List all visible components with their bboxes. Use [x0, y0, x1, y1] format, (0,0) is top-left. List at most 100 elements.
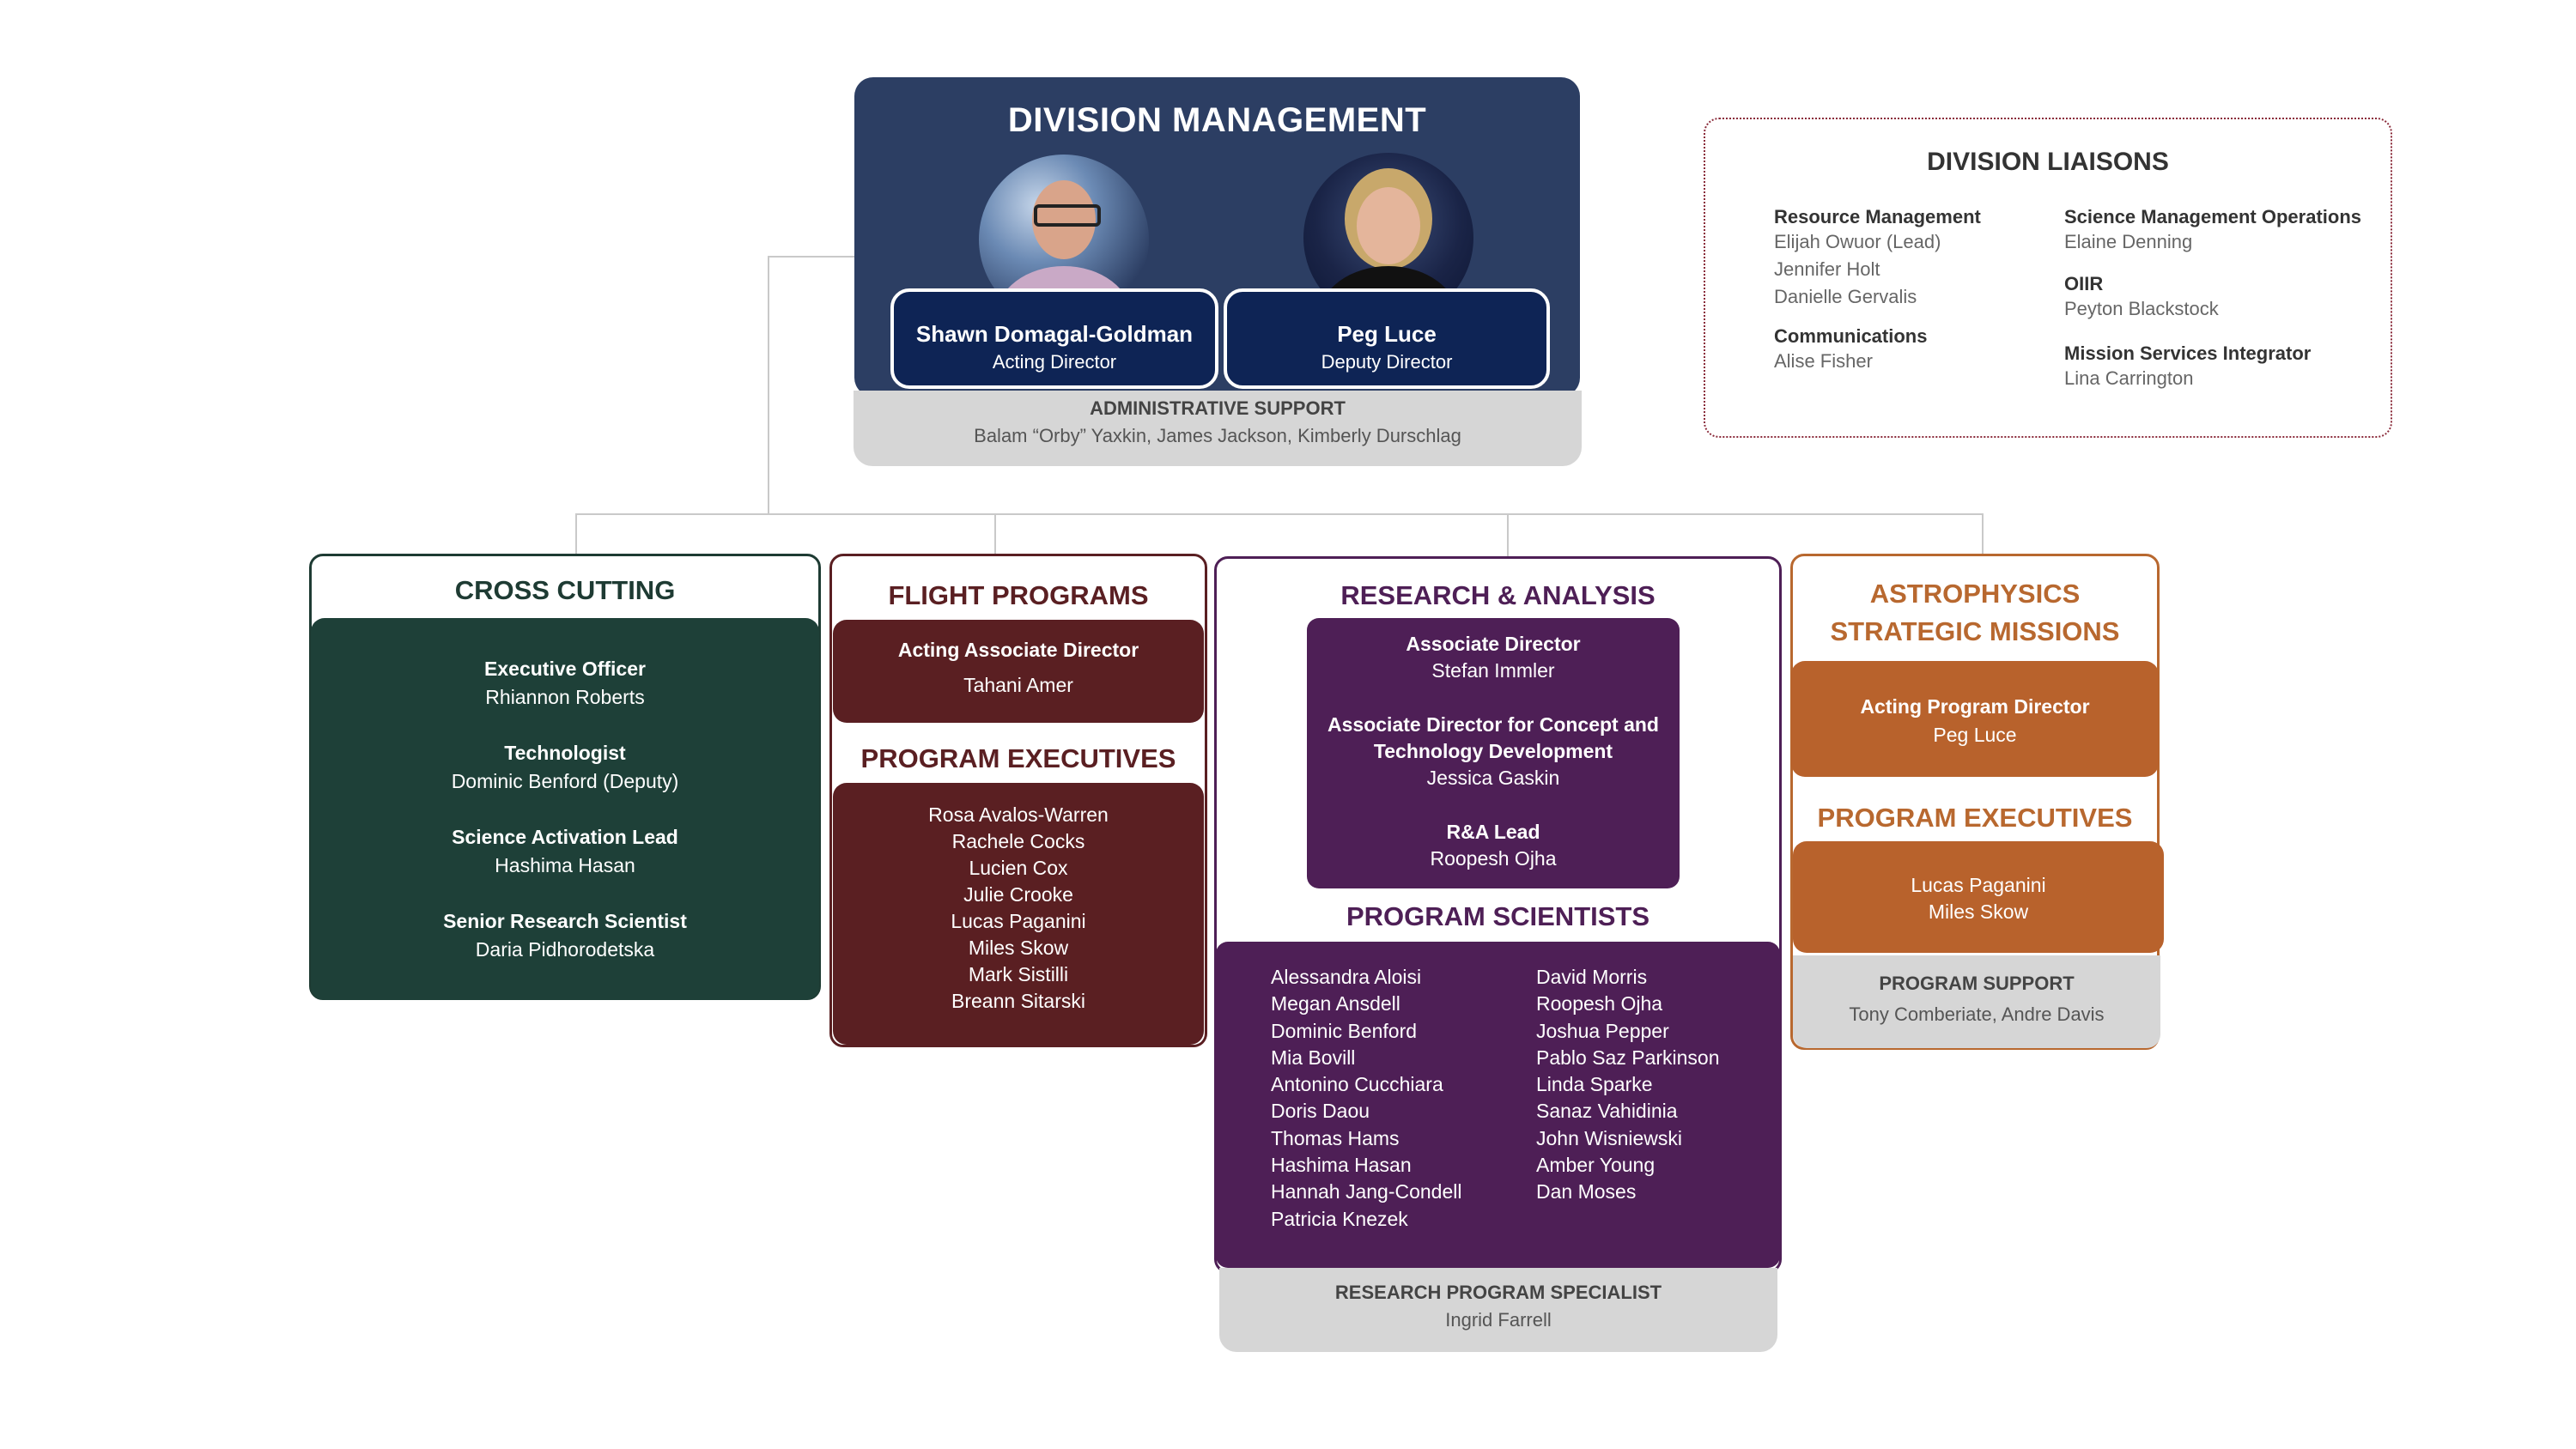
scientist-name: Joshua Pepper: [1536, 1019, 1669, 1042]
flight-programs-executives-panel: Rosa Avalos-Warren Rachele Cocks Lucien …: [833, 783, 1204, 1045]
research-analysis-role-block: Associate Director for Concept and Techn…: [1307, 712, 1680, 791]
research-analysis-leadership-panel: Associate Director Stefan Immler Associa…: [1307, 618, 1680, 888]
program-support-title: PROGRAM SUPPORT: [1879, 973, 2075, 994]
scientist-name: Thomas Hams: [1271, 1126, 1400, 1149]
executive-name: Miles Skow: [968, 937, 1069, 959]
scientist-name: Alessandra Aloisi: [1271, 966, 1422, 988]
astrophysics-title-line1: ASTROPHYSICS: [1869, 579, 2081, 609]
research-program-specialist-name: Ingrid Farrell: [1445, 1309, 1552, 1331]
cross-cutting-role-block: Technologist Dominic Benford (Deputy): [311, 742, 819, 793]
role-title: Acting Associate Director: [897, 639, 1139, 661]
cross-cutting-role-block: Executive Officer Rhiannon Roberts: [311, 658, 819, 709]
scientist-name: John Wisniewski: [1536, 1126, 1682, 1149]
person-name: Peg Luce: [1933, 724, 2017, 746]
liaison-name: Alise Fisher: [1774, 350, 1873, 372]
scientist-name: Hannah Jang-Condell: [1271, 1180, 1462, 1203]
scientist-name: Doris Daou: [1271, 1100, 1370, 1123]
liaison-name: Elijah Owuor (Lead): [1774, 231, 1941, 252]
deputy-name: Peg Luce: [1337, 321, 1437, 347]
astrophysics-lead-panel: Acting Program Director Peg Luce: [1791, 661, 2159, 777]
scientist-name: Dan Moses: [1536, 1180, 1637, 1203]
liaison-group-heading: Resource Management: [1774, 206, 1981, 227]
person-name: Stefan Immler: [1431, 659, 1555, 682]
executive-name: Breann Sitarski: [951, 990, 1085, 1012]
liaison-name: Lina Carrington: [2064, 367, 2194, 389]
deputy-head-shape: [1357, 187, 1420, 264]
connector-horizontal-branch: [575, 513, 1984, 515]
connector-vertical-main: [768, 256, 769, 513]
role-title: Senior Research Scientist: [443, 910, 687, 932]
scientist-name: Sanaz Vahidinia: [1536, 1100, 1678, 1123]
administrative-support-names: Balam “Orby” Yaxkin, James Jackson, Kimb…: [974, 425, 1461, 446]
executive-name: Julie Crooke: [963, 883, 1073, 906]
role-title: R&A Lead: [1446, 821, 1540, 843]
cross-cutting-role-block: Science Activation Lead Hashima Hasan: [311, 826, 819, 877]
research-analysis-role-block: Associate Director Stefan Immler: [1307, 631, 1680, 684]
flight-programs-executives-title: PROGRAM EXECUTIVES: [860, 743, 1176, 773]
division-management-title: DIVISION MANAGEMENT: [1007, 101, 1427, 139]
astrophysics-executives-panel: Lucas Paganini Miles Skow: [1793, 841, 2164, 953]
scientist-name: Patricia Knezek: [1271, 1207, 1408, 1230]
liaison-group-heading: OIIR: [2064, 273, 2104, 294]
scientist-name: David Morris: [1536, 966, 1648, 988]
astrophysics-strategic-missions-title: ASTROPHYSICS STRATEGIC MISSIONS: [1790, 575, 2160, 651]
connector-flight-programs: [994, 513, 996, 555]
role-title: Associate Director: [1406, 633, 1581, 655]
role-title: Technologist: [504, 742, 626, 764]
scientist-name: Amber Young: [1536, 1154, 1656, 1177]
liaison-name: Peyton Blackstock: [2064, 298, 2219, 319]
administrative-support-box: ADMINISTRATIVE SUPPORT Balam “Orby” Yaxk…: [854, 391, 1582, 466]
connector-cross-cutting: [575, 513, 577, 555]
director-head-shape: [1032, 180, 1096, 259]
program-support-box: PROGRAM SUPPORT Tony Comberiate, Andre D…: [1793, 955, 2160, 1048]
executive-name: Mark Sistilli: [968, 963, 1069, 985]
cross-cutting-panel: Executive Officer Rhiannon Roberts Techn…: [311, 618, 819, 1000]
research-analysis-role-block: R&A Lead Roopesh Ojha: [1307, 819, 1680, 872]
person-name: Daria Pidhorodetska: [475, 938, 655, 961]
scientist-name: Linda Sparke: [1536, 1073, 1653, 1096]
scientist-name: Hashima Hasan: [1271, 1154, 1412, 1177]
executive-name: Lucas Paganini: [1911, 874, 2046, 896]
connector-research-analysis: [1507, 513, 1509, 556]
role-title: Associate Director for Concept and Techn…: [1327, 713, 1659, 762]
astrophysics-title-line2: STRATEGIC MISSIONS: [1830, 616, 2120, 646]
person-name: Roopesh Ojha: [1430, 847, 1557, 870]
liaison-group-mission-services-integrator: Mission Services Integrator Lina Carring…: [2064, 343, 2311, 392]
cross-cutting-role-block: Senior Research Scientist Daria Pidhorod…: [311, 910, 819, 961]
division-liaisons-box: [1704, 118, 2392, 438]
program-support-names: Tony Comberiate, Andre Davis: [1849, 1003, 2105, 1025]
liaison-name: Danielle Gervalis: [1774, 286, 1917, 307]
liaison-group-resource-management: Resource Management Elijah Owuor (Lead) …: [1774, 206, 1981, 311]
division-liaisons-title: DIVISION LIAISONS: [1927, 148, 2169, 176]
astrophysics-executives-title: PROGRAM EXECUTIVES: [1817, 803, 2133, 833]
program-scientists-panel: Alessandra Aloisi Megan Ansdell Dominic …: [1216, 942, 1780, 1268]
scientist-name: Dominic Benford: [1271, 1019, 1418, 1042]
scientist-name: Roopesh Ojha: [1536, 992, 1663, 1016]
scientist-name: Antonino Cucchiara: [1271, 1073, 1443, 1096]
research-analysis-title: RESEARCH & ANALYSIS: [1340, 580, 1656, 610]
cross-cutting-title: CROSS CUTTING: [454, 575, 676, 605]
director-card: Shawn Domagal-Goldman Acting Director: [890, 288, 1218, 389]
role-title: Acting Program Director: [1860, 695, 2090, 718]
liaison-group-oiir: OIIR Peyton Blackstock: [2064, 273, 2219, 323]
administrative-support-title: ADMINISTRATIVE SUPPORT: [1090, 397, 1346, 419]
flight-programs-lead-panel: Acting Associate Director Tahani Amer: [833, 620, 1204, 723]
scientist-name: Mia Bovill: [1271, 1046, 1356, 1069]
executive-name: Miles Skow: [1928, 900, 2029, 923]
person-name: Dominic Benford (Deputy): [451, 770, 679, 792]
director-role: Acting Director: [992, 351, 1117, 373]
liaison-name: Jennifer Holt: [1774, 258, 1880, 280]
person-name: Hashima Hasan: [495, 854, 635, 876]
executive-name: Lucas Paganini: [951, 910, 1086, 932]
liaison-group-heading: Science Management Operations: [2064, 206, 2361, 227]
executive-name: Lucien Cox: [969, 857, 1068, 879]
scientist-name: Megan Ansdell: [1271, 992, 1400, 1016]
person-name: Tahani Amer: [963, 674, 1073, 696]
research-program-specialist-box: RESEARCH PROGRAM SPECIALIST Ingrid Farre…: [1219, 1268, 1777, 1352]
liaison-group-science-management-operations: Science Management Operations Elaine Den…: [2064, 206, 2361, 256]
role-title: Executive Officer: [484, 658, 646, 680]
flight-programs-title: FLIGHT PROGRAMS: [888, 580, 1149, 610]
scientist-name: Pablo Saz Parkinson: [1536, 1046, 1720, 1069]
director-name: Shawn Domagal-Goldman: [915, 321, 1194, 347]
person-name: Jessica Gaskin: [1426, 767, 1560, 789]
